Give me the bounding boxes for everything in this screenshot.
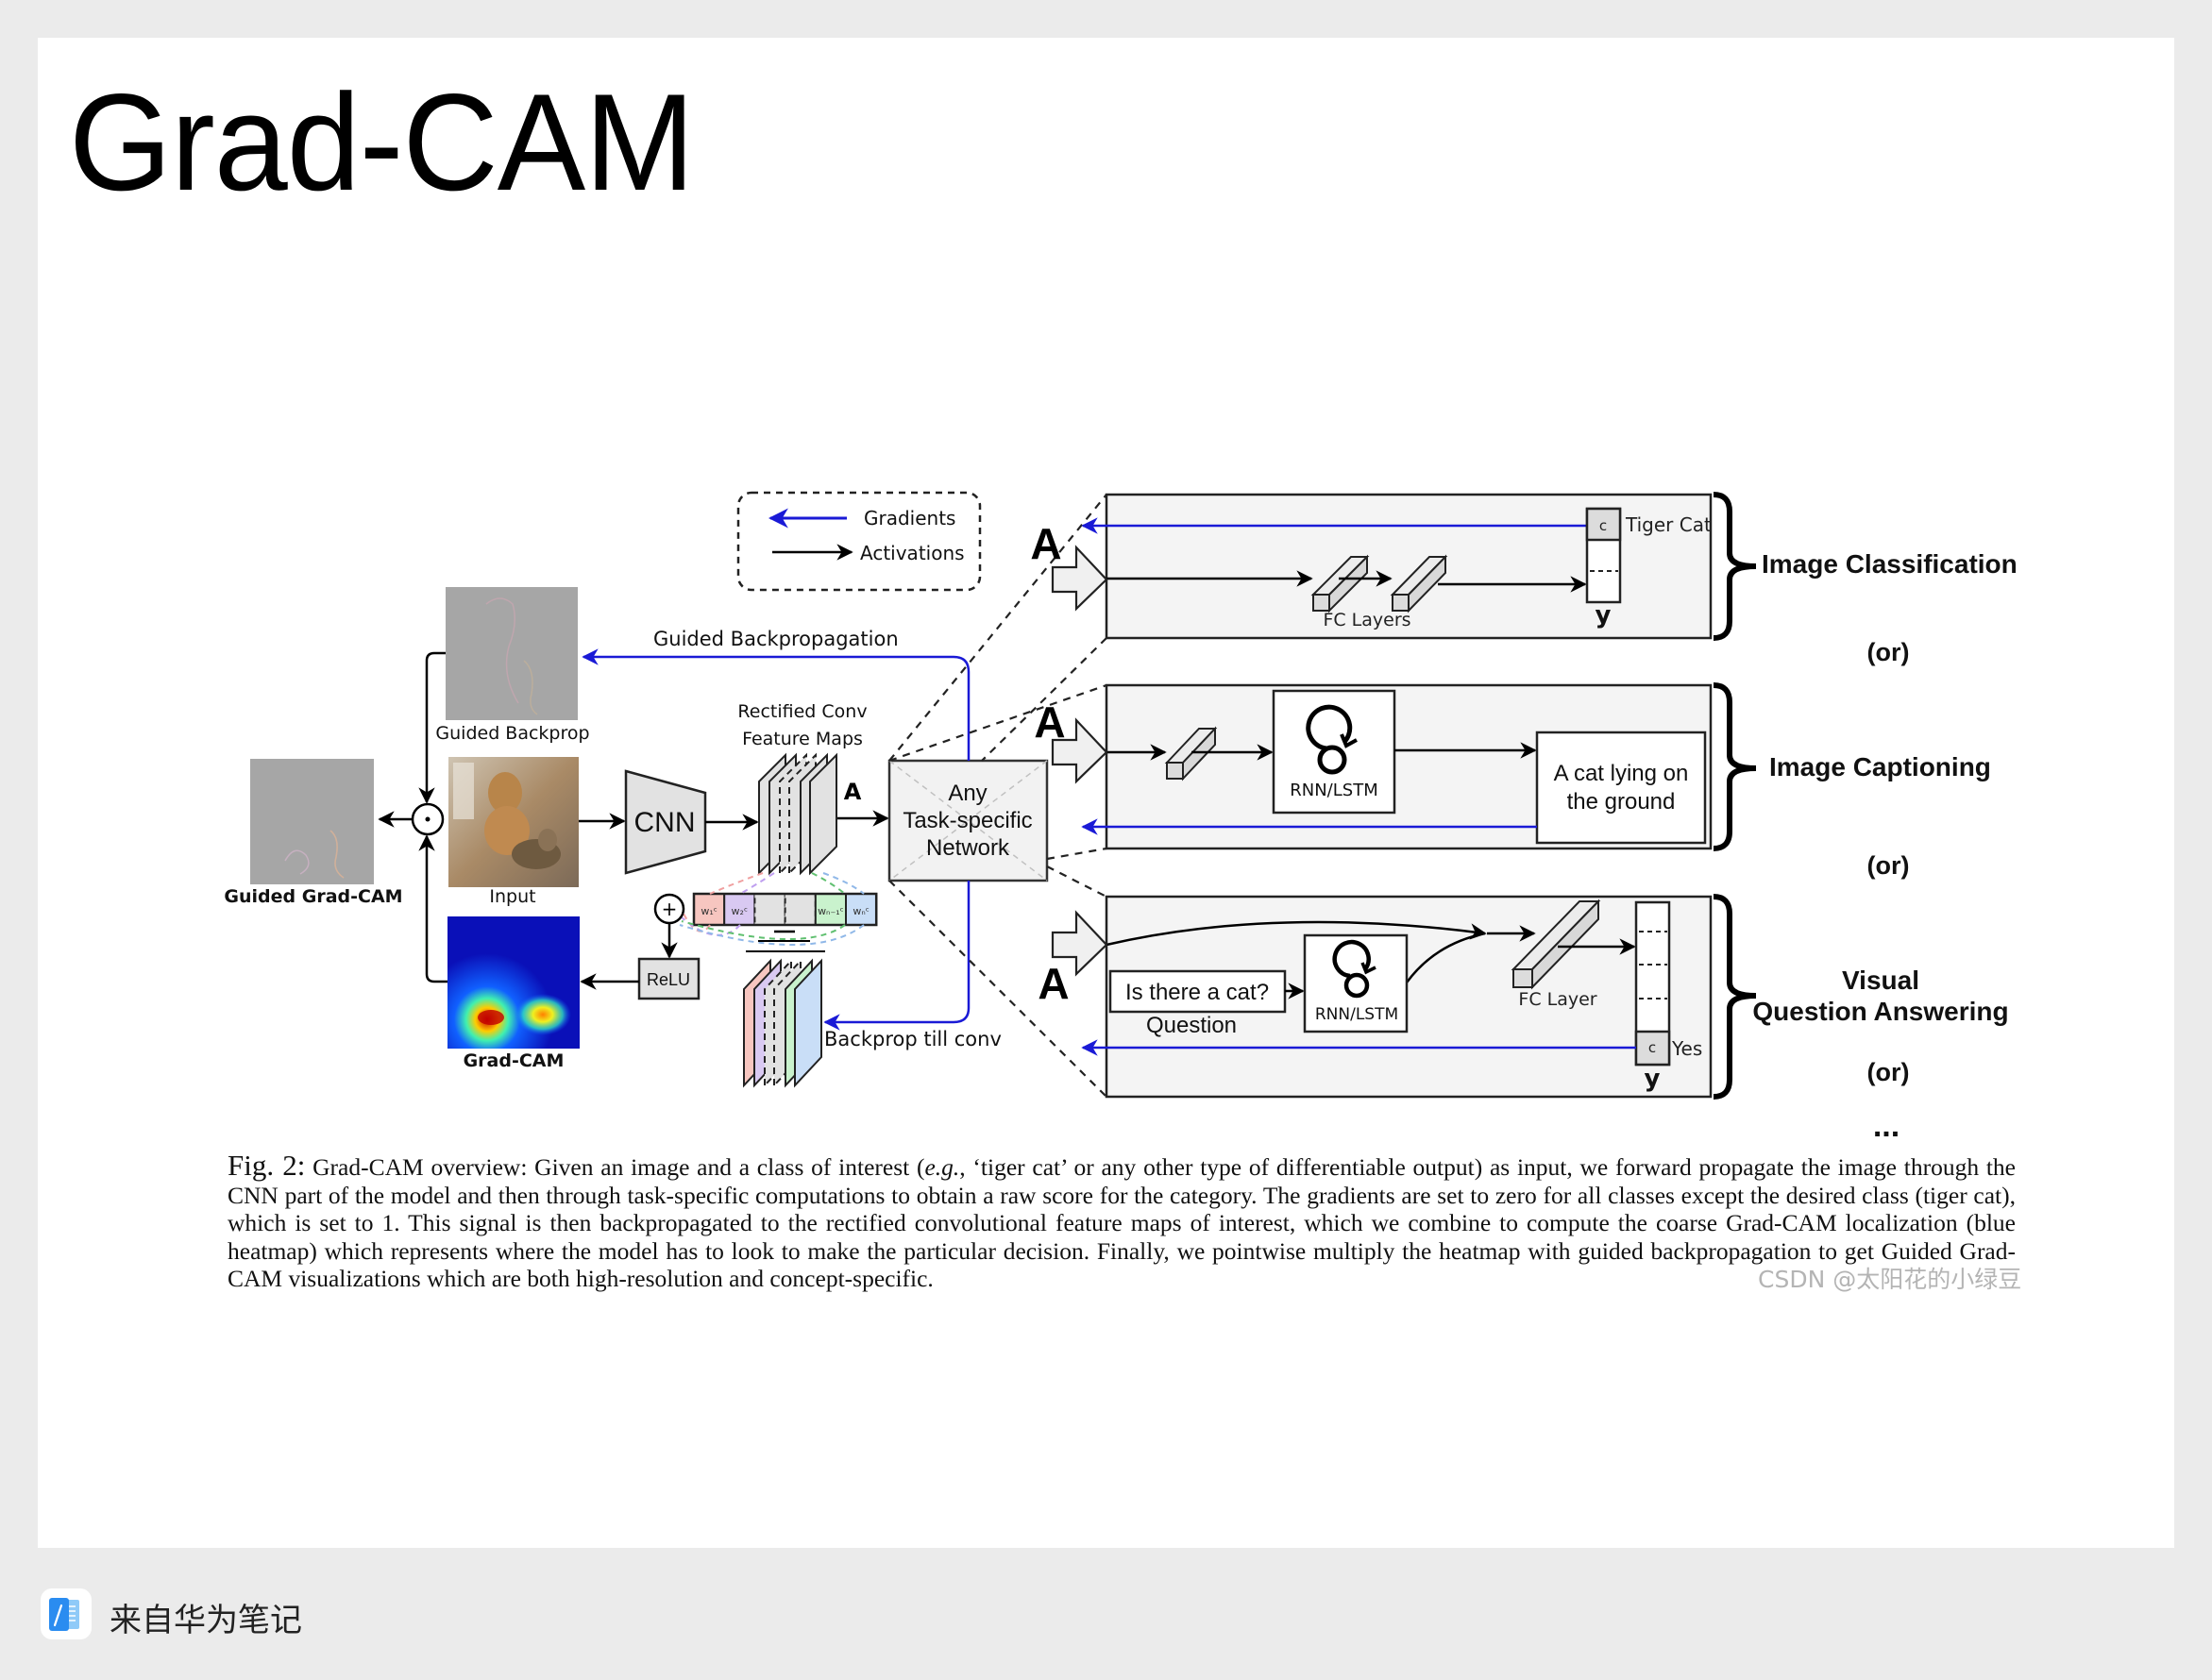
input-image bbox=[448, 757, 579, 887]
fc-layer-block bbox=[1390, 554, 1448, 613]
fc-layer-block bbox=[1310, 554, 1370, 613]
rnn-lstm-label-vqa: RNN/LSTM bbox=[1315, 1005, 1398, 1024]
footer-source-text: 来自华为笔记 bbox=[110, 1602, 302, 1639]
task-network-line3: Network bbox=[926, 835, 1010, 861]
legend-activations-label: Activations bbox=[860, 542, 965, 564]
caption-eg: e.g. bbox=[924, 1153, 960, 1181]
guided-backpropagation-label: Guided Backpropagation bbox=[653, 628, 899, 650]
class-name-tiger-cat: Tiger Cat bbox=[1625, 513, 1712, 536]
recurrence-icon bbox=[1306, 704, 1358, 775]
caption-line1: A cat lying on bbox=[1554, 761, 1689, 786]
activation-a-label: A bbox=[844, 779, 862, 805]
weight-label: wₙ₋₁ᶜ bbox=[818, 905, 844, 917]
question-box: Is there a cat? bbox=[1108, 969, 1287, 1014]
or-separator-2: (or) bbox=[1867, 851, 1910, 880]
guided-backprop-image bbox=[446, 587, 578, 720]
legend-box: Gradients Activations bbox=[736, 491, 982, 592]
question-label: Question bbox=[1146, 1013, 1237, 1038]
weight-cell bbox=[753, 893, 786, 926]
task-name-image-classification: Image Classification bbox=[1762, 549, 2018, 579]
task-network-line2: Task-specific bbox=[903, 808, 1032, 833]
class-cell-label: c bbox=[1599, 517, 1607, 534]
activation-a-classification: A bbox=[1030, 519, 1061, 568]
answer-cell-label: c bbox=[1648, 1039, 1656, 1056]
feature-map-sheet bbox=[809, 752, 837, 876]
task-name-image-captioning: Image Captioning bbox=[1769, 752, 1991, 781]
guided-gradcam-label: Guided Grad-CAM bbox=[224, 886, 402, 907]
relu-block: ReLU bbox=[637, 957, 701, 1000]
or-separator-3: (or) bbox=[1867, 1058, 1910, 1086]
cnn-block: CNN bbox=[624, 769, 707, 875]
output-y-label-vqa: y bbox=[1645, 1065, 1661, 1093]
weight-label: w₁ᶜ bbox=[701, 905, 717, 917]
fc-layers-label: FC Layers bbox=[1323, 610, 1410, 630]
figure-label: Fig. 2: bbox=[228, 1149, 306, 1182]
fc-layer-label: FC Layer bbox=[1518, 989, 1596, 1010]
guided-backprop-label: Guided Backprop bbox=[435, 723, 589, 744]
weighted-feature-map-sheet bbox=[794, 958, 822, 1088]
output-y-label: y bbox=[1596, 601, 1612, 630]
zoom-connector-lines bbox=[888, 494, 1107, 1098]
gradcam-label: Grad-CAM bbox=[464, 1050, 565, 1071]
slide-title: Grad-CAM bbox=[69, 65, 695, 219]
sum-symbol: + bbox=[662, 898, 678, 920]
fc-layer-block bbox=[1511, 899, 1601, 990]
guided-gradcam-image bbox=[250, 759, 374, 884]
weight-label: wₙᶜ bbox=[853, 905, 869, 917]
activation-a-captioning: A bbox=[1034, 697, 1065, 747]
colored-feature-maps-stack bbox=[743, 958, 822, 1088]
class-score-vector: c bbox=[1585, 507, 1622, 604]
fc-layer-block bbox=[1164, 726, 1218, 781]
cnn-label: CNN bbox=[634, 807, 696, 838]
or-separator-1: (or) bbox=[1867, 638, 1910, 666]
rectified-label-line2: Feature Maps bbox=[742, 729, 863, 749]
rnn-lstm-block: RNN/LSTM bbox=[1272, 689, 1396, 815]
generated-caption-box: A cat lying on the ground bbox=[1535, 731, 1707, 845]
gradcam-heatmap-image bbox=[447, 916, 580, 1049]
activation-input-arrows bbox=[1051, 545, 1108, 977]
pointwise-multiply-node bbox=[411, 802, 445, 836]
task-specific-network-box: Any Task-specific Network bbox=[887, 759, 1049, 882]
weight-connectors bbox=[679, 872, 865, 946]
recurrence-icon bbox=[1332, 939, 1376, 999]
task-panel-image-captioning: RNN/LSTM A cat lying on the ground bbox=[1081, 683, 1713, 850]
rectified-label-line1: Rectified Conv bbox=[737, 701, 867, 722]
caption-text-part1: Grad-CAM overview: Given an image and a … bbox=[305, 1153, 925, 1181]
weight-cell bbox=[784, 893, 817, 926]
question-text: Is there a cat? bbox=[1125, 980, 1269, 1005]
weight-label: w₂ᶜ bbox=[732, 905, 748, 917]
sum-node: + bbox=[653, 893, 685, 925]
braces bbox=[1713, 492, 1757, 1100]
task-network-line1: Any bbox=[948, 781, 987, 806]
input-label: Input bbox=[489, 886, 535, 907]
answer-name-yes: Yes bbox=[1671, 1037, 1702, 1060]
rnn-lstm-label: RNN/LSTM bbox=[1290, 781, 1377, 800]
figure-caption: Fig. 2: Grad-CAM overview: Given an imag… bbox=[228, 1151, 2016, 1293]
relu-label: ReLU bbox=[647, 970, 690, 989]
rnn-lstm-block-vqa: RNN/LSTM bbox=[1303, 933, 1409, 1033]
answer-score-vector: c bbox=[1634, 900, 1671, 1067]
task-name-vqa-line2: Question Answering bbox=[1752, 997, 2008, 1026]
task-panel-vqa: Is there a cat? Question RNN/LSTM FC Lay… bbox=[1081, 895, 1713, 1099]
ellipsis: ... bbox=[1873, 1108, 1900, 1144]
caption-text-part2: , ‘tiger cat’ or any other type of diffe… bbox=[228, 1153, 2016, 1293]
task-name-vqa-line1: Visual bbox=[1842, 966, 1919, 995]
task-panel-image-classification: FC Layers c Tiger Cat y bbox=[1081, 493, 1713, 640]
huawei-notes-icon bbox=[41, 1588, 92, 1639]
feature-maps-stack bbox=[758, 752, 837, 876]
weight-vector: w₁ᶜ w₂ᶜ wₙ₋₁ᶜ wₙᶜ bbox=[692, 892, 878, 927]
caption-line2: the ground bbox=[1567, 789, 1676, 815]
legend-gradients-label: Gradients bbox=[864, 507, 955, 529]
activation-a-vqa: A bbox=[1038, 959, 1069, 1008]
backprop-till-conv-label: Backprop till conv bbox=[824, 1028, 1002, 1050]
csdn-watermark: CSDN @太阳花的小绿豆 bbox=[1758, 1266, 2022, 1293]
